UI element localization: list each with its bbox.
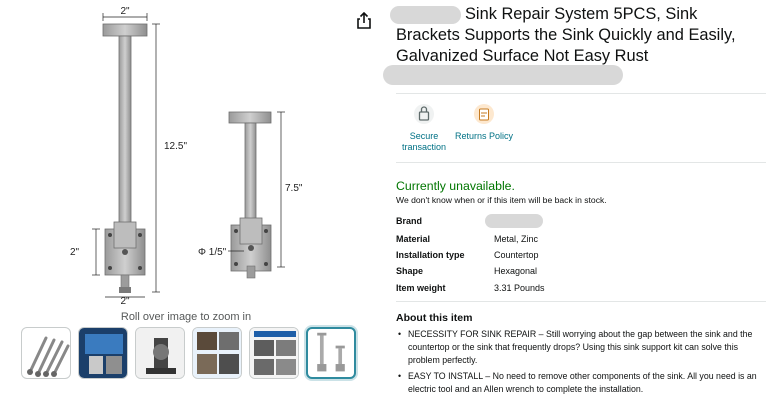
- tall-bracket: [102, 23, 148, 293]
- returns-policy-label: Returns Policy: [454, 131, 514, 141]
- spec-value: Countertop: [494, 250, 539, 260]
- divider-bottom: [396, 301, 766, 302]
- dim-tall-height: 12.5": [164, 141, 187, 152]
- dim-short-height: 7.5": [285, 183, 303, 194]
- redacted-brand-name: [390, 6, 461, 24]
- redacted-store-link: [383, 65, 623, 85]
- redacted-brand-value: [485, 214, 543, 228]
- bracket-dimension-drawing: 2" 12.5" 2" 2" 7.5" Φ 1/5": [70, 6, 303, 307]
- spec-row-shape: Shape Hexagonal: [396, 266, 716, 282]
- spec-label: Item weight: [396, 283, 446, 293]
- thumbnail-3[interactable]: [135, 327, 185, 379]
- dim-plate-width: 2": [120, 296, 130, 304]
- dim-rod-diameter: Φ 1/5": [198, 247, 227, 258]
- spec-value: 3.31 Pounds: [494, 283, 545, 293]
- spec-row-item-weight: Item weight 3.31 Pounds: [396, 283, 716, 299]
- about-bullet-2: EASY TO INSTALL – No need to remove othe…: [396, 370, 764, 396]
- lock-icon: [414, 104, 434, 124]
- spec-label: Installation type: [396, 250, 465, 260]
- about-bullet-1: NECESSITY FOR SINK REPAIR – Still worryi…: [396, 328, 764, 367]
- thumbnail-2[interactable]: [78, 327, 128, 379]
- about-bullets: NECESSITY FOR SINK REPAIR – Still worryi…: [396, 328, 764, 399]
- spec-label: Brand: [396, 216, 423, 226]
- zoom-hint: Roll over image to zoom in: [120, 311, 252, 323]
- divider-top: [396, 93, 766, 94]
- share-icon[interactable]: [356, 11, 372, 30]
- spec-label: Material: [396, 234, 431, 244]
- spec-row-material: Material Metal, Zinc: [396, 234, 716, 250]
- thumbnail-strip: [21, 327, 361, 379]
- spec-row-installation-type: Installation type Countertop: [396, 250, 716, 266]
- main-product-image[interactable]: 2" 12.5" 2" 2" 7.5" Φ 1/5": [48, 4, 316, 307]
- spec-value: Metal, Zinc: [494, 234, 539, 244]
- spec-value: Hexagonal: [494, 266, 538, 276]
- availability-note: We don't know when or if this item will …: [396, 195, 607, 205]
- thumbnail-1[interactable]: [21, 327, 71, 379]
- dim-plate-height: 2": [70, 247, 80, 258]
- spec-row-brand: Brand: [396, 216, 716, 232]
- thumbnail-5[interactable]: [249, 327, 299, 379]
- returns-icon: [474, 104, 494, 124]
- divider-middle: [396, 162, 766, 163]
- dim-top-width: 2": [120, 6, 130, 17]
- returns-policy-badge[interactable]: Returns Policy: [449, 103, 519, 142]
- secure-transaction-label: Secure transaction: [401, 131, 447, 152]
- thumbnail-6-selected[interactable]: [306, 327, 356, 379]
- secure-transaction-badge[interactable]: Secure transaction: [389, 103, 459, 153]
- product-title: Sink Repair System 5PCS, Sink Brackets S…: [396, 5, 736, 65]
- short-bracket: [228, 111, 272, 279]
- spec-label: Shape: [396, 266, 424, 276]
- thumbnail-4[interactable]: [192, 327, 242, 379]
- about-heading: About this item: [396, 312, 473, 324]
- availability-status: Currently unavailable.: [396, 179, 515, 193]
